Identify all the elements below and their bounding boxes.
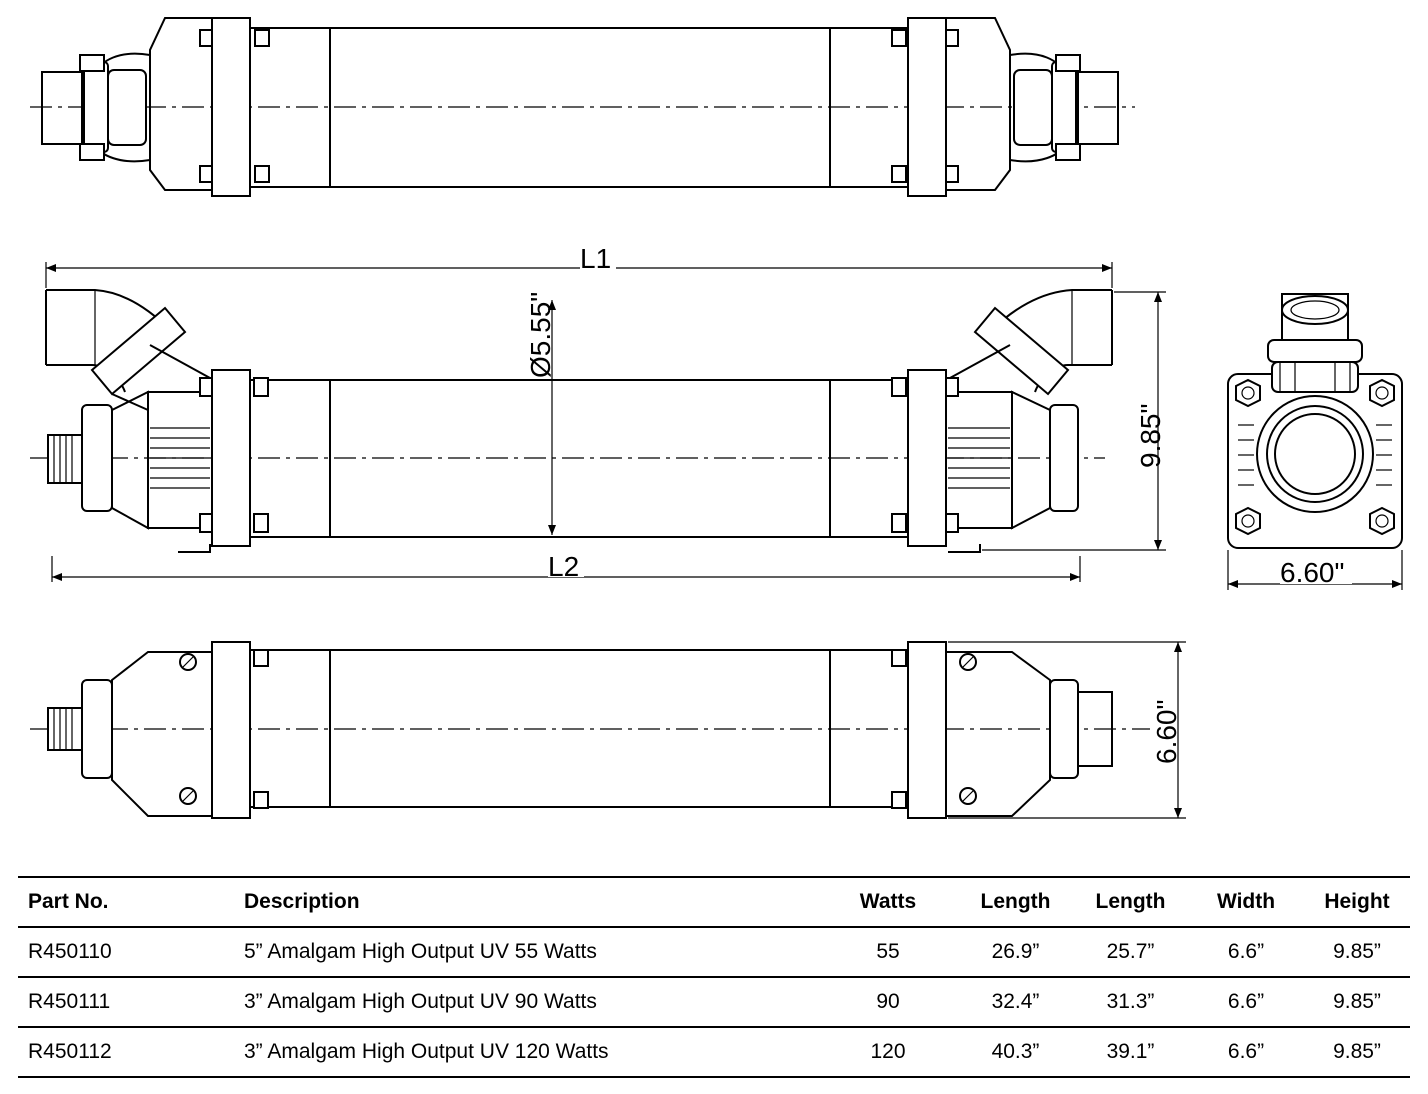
cell-length-2: 31.3” <box>1073 977 1188 1028</box>
cell-length-1: 40.3” <box>958 1027 1073 1078</box>
table-header-row: Part No. Description Watts Length Length… <box>18 876 1410 928</box>
spec-table: Part No. Description Watts Length Length… <box>18 876 1410 1078</box>
cell-width: 6.6” <box>1188 977 1304 1028</box>
cell-width: 6.6” <box>1188 1027 1304 1078</box>
cell-width: 6.6” <box>1188 927 1304 978</box>
cell-length-2: 39.1” <box>1073 1027 1188 1078</box>
cell-description: 3” Amalgam High Output UV 120 Watts <box>234 1027 818 1078</box>
table-row: R450112 3” Amalgam High Output UV 120 Wa… <box>18 1027 1410 1078</box>
cell-watts: 120 <box>818 1027 958 1078</box>
cell-height: 9.85” <box>1304 1027 1410 1078</box>
header-part-no: Part No. <box>18 876 234 928</box>
cell-watts: 90 <box>818 977 958 1028</box>
cell-length-1: 26.9” <box>958 927 1073 978</box>
cell-length-1: 32.4” <box>958 977 1073 1028</box>
dimension-l1-label: L1 <box>580 243 611 274</box>
dimension-height-label: 9.85" <box>1135 404 1166 468</box>
bottom-view: 6.60" <box>30 641 1186 819</box>
cell-description: 5” Amalgam High Output UV 55 Watts <box>234 927 818 978</box>
cell-watts: 55 <box>818 927 958 978</box>
dimension-diameter-label: Ø5.55" <box>525 292 556 378</box>
dimension-l2-label: L2 <box>548 551 579 582</box>
technical-drawing: L1 L2 Ø5.55" 9.85" <box>30 17 1403 819</box>
cell-part-no: R450111 <box>18 977 234 1028</box>
cell-part-no: R450112 <box>18 1027 234 1078</box>
cell-length-2: 25.7” <box>1073 927 1188 978</box>
top-view <box>30 17 1135 197</box>
header-length-1: Length <box>958 876 1073 928</box>
end-view: 6.60" <box>1227 293 1403 590</box>
cell-description: 3” Amalgam High Output UV 90 Watts <box>234 977 818 1028</box>
header-description: Description <box>234 876 818 928</box>
table-row: R450110 5” Amalgam High Output UV 55 Wat… <box>18 927 1410 978</box>
header-width: Width <box>1188 876 1304 928</box>
cell-part-no: R450110 <box>18 927 234 978</box>
front-view: L1 L2 Ø5.55" 9.85" <box>30 243 1166 582</box>
table-row: R450111 3” Amalgam High Output UV 90 Wat… <box>18 977 1410 1028</box>
dimension-end-width-label: 6.60" <box>1280 557 1344 588</box>
cell-height: 9.85” <box>1304 927 1410 978</box>
header-watts: Watts <box>818 876 958 928</box>
header-length-2: Length <box>1073 876 1188 928</box>
cell-height: 9.85” <box>1304 977 1410 1028</box>
dimension-bottom-width-label: 6.60" <box>1151 700 1182 764</box>
header-height: Height <box>1304 876 1410 928</box>
